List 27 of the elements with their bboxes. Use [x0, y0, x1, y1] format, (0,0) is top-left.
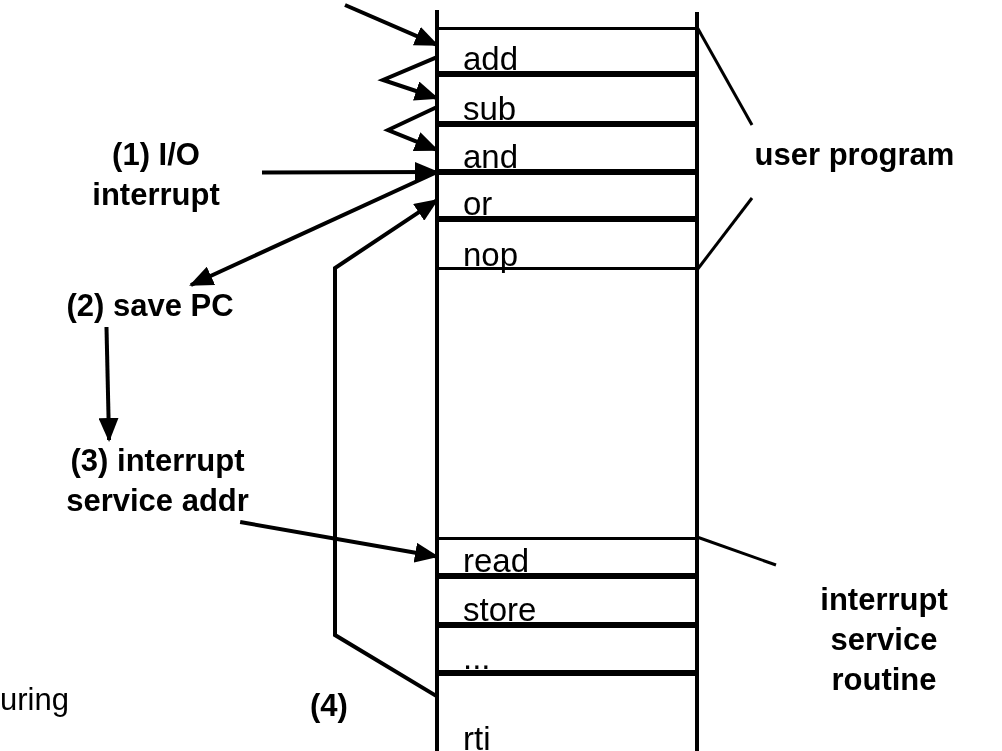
leader-line — [696, 535, 777, 567]
instruction-text: ... — [463, 643, 491, 673]
instruction-text: rti — [463, 724, 491, 751]
step-label: (1) I/O interrupt — [91, 136, 221, 214]
instruction-text: or — [463, 189, 493, 219]
memory-cell — [437, 625, 697, 673]
memory-cell — [437, 537, 697, 576]
memory-cell — [437, 673, 697, 751]
memory-cell — [437, 124, 697, 172]
memory-cell — [437, 74, 697, 124]
step-label: (3) interrupt service addr — [65, 442, 250, 520]
arrow — [383, 105, 439, 152]
instruction-text: store — [463, 595, 537, 625]
arrow — [98, 326, 119, 442]
step-label: interrupt service routine — [819, 581, 949, 699]
memory-cell — [437, 576, 697, 625]
memory-cell — [437, 27, 697, 74]
step-number: (4) — [310, 687, 348, 725]
step-label: (2) save PC — [66, 287, 234, 325]
instruction-text: read — [463, 546, 530, 576]
instruction-text: and — [463, 142, 519, 172]
instruction-text: sub — [463, 94, 517, 124]
partial-text: uring — [0, 681, 69, 719]
instruction-text: add — [463, 44, 519, 74]
step-label: user program — [754, 136, 955, 174]
arrow — [333, 198, 439, 699]
memory-cell — [437, 172, 697, 219]
